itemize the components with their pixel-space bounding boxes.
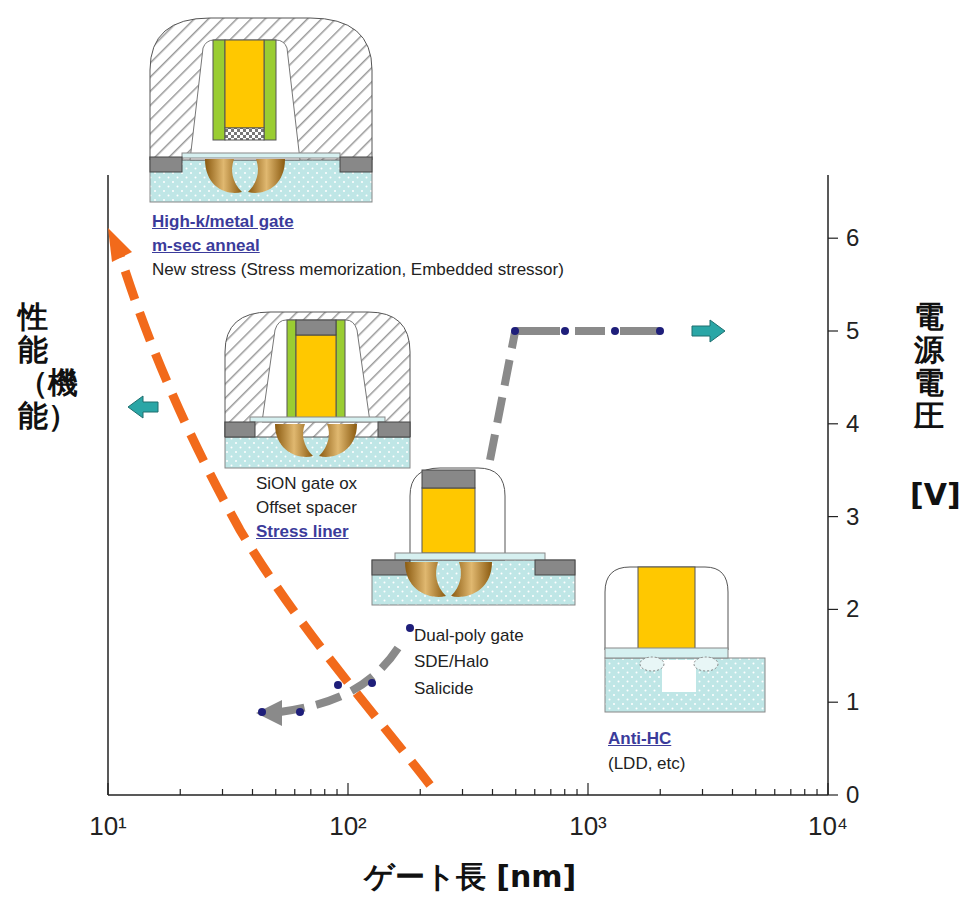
hkmg-transistor	[150, 18, 372, 202]
tick-mark	[550, 789, 551, 795]
tick-mark	[828, 330, 838, 331]
tick-mark	[222, 789, 223, 795]
tick-mark	[180, 789, 181, 795]
tick-label: 0	[846, 781, 859, 809]
tick-mark	[828, 423, 838, 424]
tick-mark	[534, 789, 535, 795]
tick-mark	[492, 789, 493, 795]
feature-label: SiON gate ox	[256, 474, 357, 494]
tick-mark	[324, 789, 325, 795]
tick-mark	[790, 789, 791, 795]
tick-label: 3	[846, 503, 859, 531]
tick-mark	[828, 238, 838, 239]
feature-label: New stress (Stress memorization, Embedde…	[152, 260, 564, 280]
tick-label: 10³	[569, 812, 607, 842]
feature-label: High-k/metal gate	[152, 212, 294, 232]
feature-label: (LDD, etc)	[608, 754, 685, 774]
tick-mark	[252, 789, 253, 795]
tick-mark	[576, 789, 577, 795]
tick-label: 10²	[329, 812, 367, 842]
ldd-transistor	[605, 567, 765, 712]
feature-label: Salicide	[414, 679, 474, 699]
stress-liner-transistor	[225, 312, 410, 468]
tick-mark	[310, 789, 311, 795]
tick-label: 10⁴	[808, 812, 848, 842]
tick-mark	[420, 789, 421, 795]
tick-label: 4	[846, 410, 859, 438]
tick-mark	[347, 783, 348, 795]
tick-mark	[336, 789, 337, 795]
axis-title: 電源電圧	[914, 300, 944, 432]
axis-title: 性能（機能）	[18, 300, 48, 432]
tick-mark	[828, 516, 838, 517]
tick-mark	[587, 783, 588, 795]
tick-mark	[804, 789, 805, 795]
tick-label: 5	[846, 317, 859, 345]
axis-arrows	[128, 320, 725, 418]
tick-mark	[702, 789, 703, 795]
feature-label: Anti-HC	[608, 729, 671, 749]
tick-mark	[294, 789, 295, 795]
tick-mark	[515, 789, 516, 795]
tick-label: 2	[846, 595, 859, 623]
axes	[108, 175, 828, 795]
feature-label: m-sec anneal	[152, 236, 260, 256]
tick-label: 10¹	[89, 812, 127, 842]
tick-mark	[564, 789, 565, 795]
voltage-trend	[256, 327, 664, 726]
feature-label: Dual-poly gate	[414, 626, 524, 646]
tick-mark	[816, 789, 817, 795]
tick-label: 1	[846, 688, 859, 716]
tick-mark	[732, 789, 733, 795]
feature-label: Stress liner	[256, 522, 349, 542]
tick-mark	[774, 789, 775, 795]
axis-title: [V]	[910, 478, 961, 513]
salicide-transistor	[372, 468, 575, 605]
feature-label: SDE/Halo	[414, 652, 489, 672]
tick-mark	[660, 789, 661, 795]
axis-title: ゲート長 [nm]	[364, 860, 576, 895]
tick-mark	[828, 609, 838, 610]
axis-ticks	[108, 238, 838, 795]
tick-label: 6	[846, 224, 859, 252]
tick-mark	[755, 789, 756, 795]
tick-mark	[828, 794, 838, 795]
tick-mark	[107, 783, 108, 795]
feature-label: Offset spacer	[256, 498, 357, 518]
tick-mark	[828, 702, 838, 703]
tick-mark	[827, 783, 828, 795]
tick-mark	[275, 789, 276, 795]
performance-trend	[108, 228, 430, 785]
tick-mark	[462, 789, 463, 795]
